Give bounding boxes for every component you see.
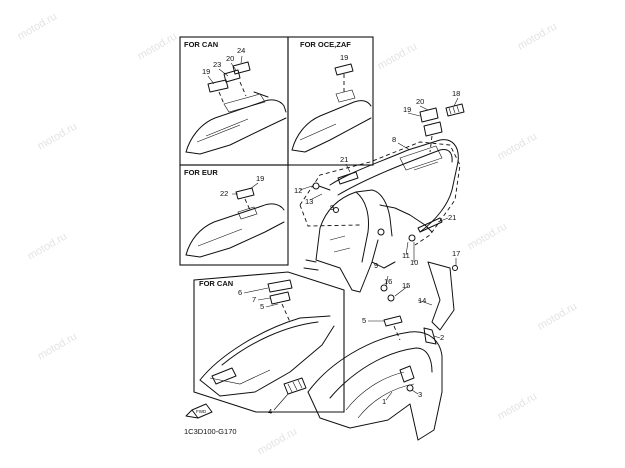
part-5: 5: [260, 302, 264, 311]
fwd-label: FWD: [196, 409, 207, 414]
watermark: motod.ru: [536, 300, 580, 332]
part-20: 20: [416, 97, 424, 106]
part-19: 19: [202, 67, 210, 76]
part-1: 1: [382, 397, 386, 406]
part-15: 15: [402, 281, 410, 290]
watermark: motod.ru: [466, 220, 510, 252]
panel-title-can: FOR CAN: [184, 40, 218, 49]
watermark: motod.ru: [136, 30, 180, 62]
part-23: 23: [213, 60, 221, 69]
watermark: motod.ru: [26, 230, 70, 262]
part-22: 22: [220, 189, 228, 198]
part-21: 21: [448, 213, 456, 222]
watermark: motod.ru: [36, 120, 80, 152]
part-20: 20: [226, 54, 234, 63]
part-14: 14: [418, 296, 426, 305]
part-9: 9: [374, 261, 378, 270]
part-16: 16: [384, 277, 392, 286]
part-17: 17: [452, 249, 460, 258]
watermark: motod.ru: [516, 20, 560, 52]
fwd-arrow: FWD: [185, 403, 213, 419]
panel-for-eur: FOR EUR 19 22: [179, 164, 289, 266]
part-4: 4: [268, 407, 272, 416]
part-6: 6: [238, 288, 242, 297]
watermark: motod.ru: [496, 390, 540, 422]
part-2: 2: [440, 333, 444, 342]
part-3: 3: [418, 390, 422, 399]
part-8: 8: [392, 135, 396, 144]
part-24: 24: [237, 46, 245, 55]
watermark: motod.ru: [16, 10, 60, 42]
part-9: 9: [330, 203, 334, 212]
part-19: 19: [256, 174, 264, 183]
front-fender-assembly: 1 2 3 4 5: [268, 315, 444, 441]
part-21: 21: [340, 155, 348, 164]
panel-for-can-bottom: FOR CAN 6 7 5: [193, 271, 345, 413]
watermark: motod.ru: [36, 330, 80, 362]
part-5: 5: [362, 316, 366, 325]
panel-title-can-bottom: FOR CAN: [199, 279, 233, 288]
panel-title-oce-zaf: FOR OCE,ZAF: [300, 40, 351, 49]
watermark: motod.ru: [496, 130, 540, 162]
part-19: 19: [403, 105, 411, 114]
panel-for-can-top: FOR CAN 19 23 20 24: [179, 36, 289, 166]
watermark: motod.ru: [256, 425, 300, 457]
diagram-code: 1C3D100-G170: [184, 427, 237, 436]
panel-title-eur: FOR EUR: [184, 168, 218, 177]
part-19: 19: [340, 53, 348, 62]
panel-for-oce-zaf: FOR OCE,ZAF 19: [287, 36, 374, 166]
part-10: 10: [410, 258, 418, 267]
part-13: 13: [305, 197, 313, 206]
watermark: motod.ru: [376, 40, 420, 72]
part-12: 12: [294, 186, 302, 195]
rear-fender-assembly: 8 18 20 19 21 21 12 13 9 9 11 10 17 16 1…: [294, 89, 465, 331]
part-11: 11: [402, 251, 410, 260]
part-18: 18: [452, 89, 460, 98]
part-7: 7: [252, 295, 256, 304]
